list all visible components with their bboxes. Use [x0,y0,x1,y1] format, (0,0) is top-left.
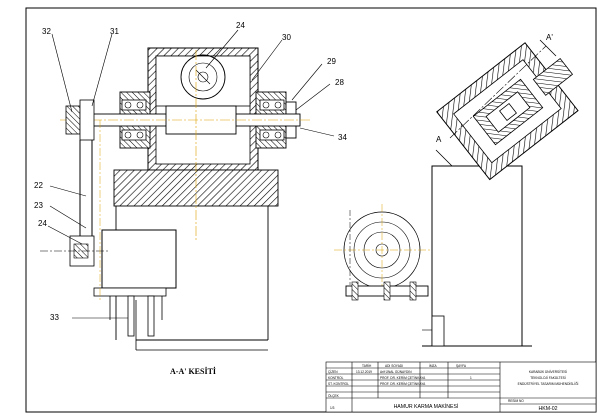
drawing-border [25,7,597,413]
part-label-34: 34 [338,133,347,142]
drawing-number: HKM-02 [538,406,557,412]
svg-text:ÖLÇEK: ÖLÇEK [328,394,340,398]
part-label-31: 31 [110,27,119,36]
part-label-29: 29 [327,57,336,66]
worm-gear [180,54,226,100]
svg-text:ŞAYFA: ŞAYFA [456,364,467,368]
part-label-22: 22 [34,181,43,190]
title-block [325,361,597,413]
part-label-23: 23 [34,201,43,210]
pulley-hub [65,105,81,135]
section-title: A-A' KESİTİ [170,366,216,376]
view-label-a-prime: A' [546,33,553,42]
svg-text:ÇİZEN: ÇİZEN [328,369,338,374]
section-line [449,45,547,139]
svg-text:TARİH: TARİH [362,363,372,368]
svg-text:PROF. DR. KERİM ÇETİNKAYA: PROF. DR. KERİM ÇETİNKAYA [380,375,426,380]
svg-text:ENDÜSTRİYEL TASARIM MÜHENDİSLİ: ENDÜSTRİYEL TASARIM MÜHENDİSLİĞİ [518,381,579,386]
leader-lines [47,29,335,319]
svg-text:TEKNOLOJİ FAKÜLTESİ: TEKNOLOJİ FAKÜLTESİ [530,375,566,380]
svg-text:İMZA: İMZA [429,363,437,368]
side-view [334,39,579,347]
svg-text:13.12.2019: 13.12.2019 [356,370,372,374]
drawing-name: HAMUR KARMA MAKİNESİ [394,403,459,410]
bearing-right [259,99,285,111]
machine-column [431,165,523,347]
part-label-30: 30 [282,33,291,42]
electric-motor [101,229,177,289]
svg-text:Arif ÜNAL GÜNAYDIN: Arif ÜNAL GÜNAYDIN [380,370,412,374]
part-label-32: 32 [42,27,51,36]
svg-text:RESİM NO: RESİM NO [508,398,524,403]
part-label-33: 33 [50,313,59,322]
view-label-a: A [436,135,442,144]
svg-text:1/3: 1/3 [330,406,335,410]
title-block-text: TARİH ADI SOYADI İMZA ŞAYFA ÇİZEN KONTRO… [328,363,579,412]
svg-text:1: 1 [470,376,472,380]
part-label-24-left: 24 [38,219,47,228]
section-view-a-a [40,47,312,351]
svg-text:KARABÜK ÜNİVERSİTESİ: KARABÜK ÜNİVERSİTESİ [529,369,567,374]
bearing-left [121,99,147,111]
part-label-24-top: 24 [236,21,245,30]
svg-text:ST. KONTROL: ST. KONTROL [328,382,349,386]
part-label-28: 28 [335,78,344,87]
svg-text:KONTROL: KONTROL [328,376,344,380]
svg-text:ADI SOYADI: ADI SOYADI [385,364,403,368]
svg-text:PROF. DR. KERİM ÇETİNKAYA: PROF. DR. KERİM ÇETİNKAYA [380,381,426,386]
